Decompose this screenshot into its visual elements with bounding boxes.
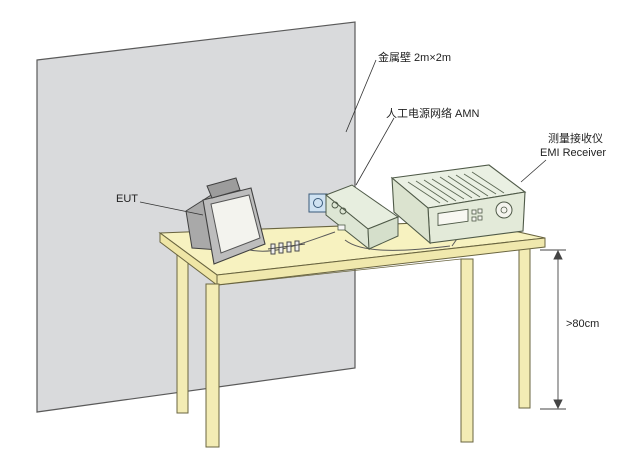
eut-label: EUT bbox=[116, 193, 138, 205]
receiver-label-cn: 测量接收仪 bbox=[548, 133, 603, 145]
amn-device bbox=[325, 184, 400, 251]
cable-bundle bbox=[267, 240, 306, 255]
leader-lines bbox=[139, 59, 547, 216]
receiver-label-en: EMI Receiver bbox=[540, 147, 607, 159]
eut-device bbox=[185, 177, 266, 265]
emi-receiver bbox=[390, 164, 527, 245]
table-apron bbox=[218, 258, 462, 286]
metal-wall-label: 金属壁 2m×2m bbox=[378, 52, 452, 64]
height-dimension bbox=[540, 249, 566, 410]
wall-outlet bbox=[308, 193, 328, 213]
height-label: >80cm bbox=[566, 318, 600, 330]
receiver-buttons bbox=[471, 208, 483, 222]
receiver-knob bbox=[495, 201, 513, 219]
amn-label: 人工电源网络 AMN bbox=[386, 108, 480, 120]
table-front-legs bbox=[205, 258, 474, 448]
receiver-vents bbox=[407, 171, 505, 204]
